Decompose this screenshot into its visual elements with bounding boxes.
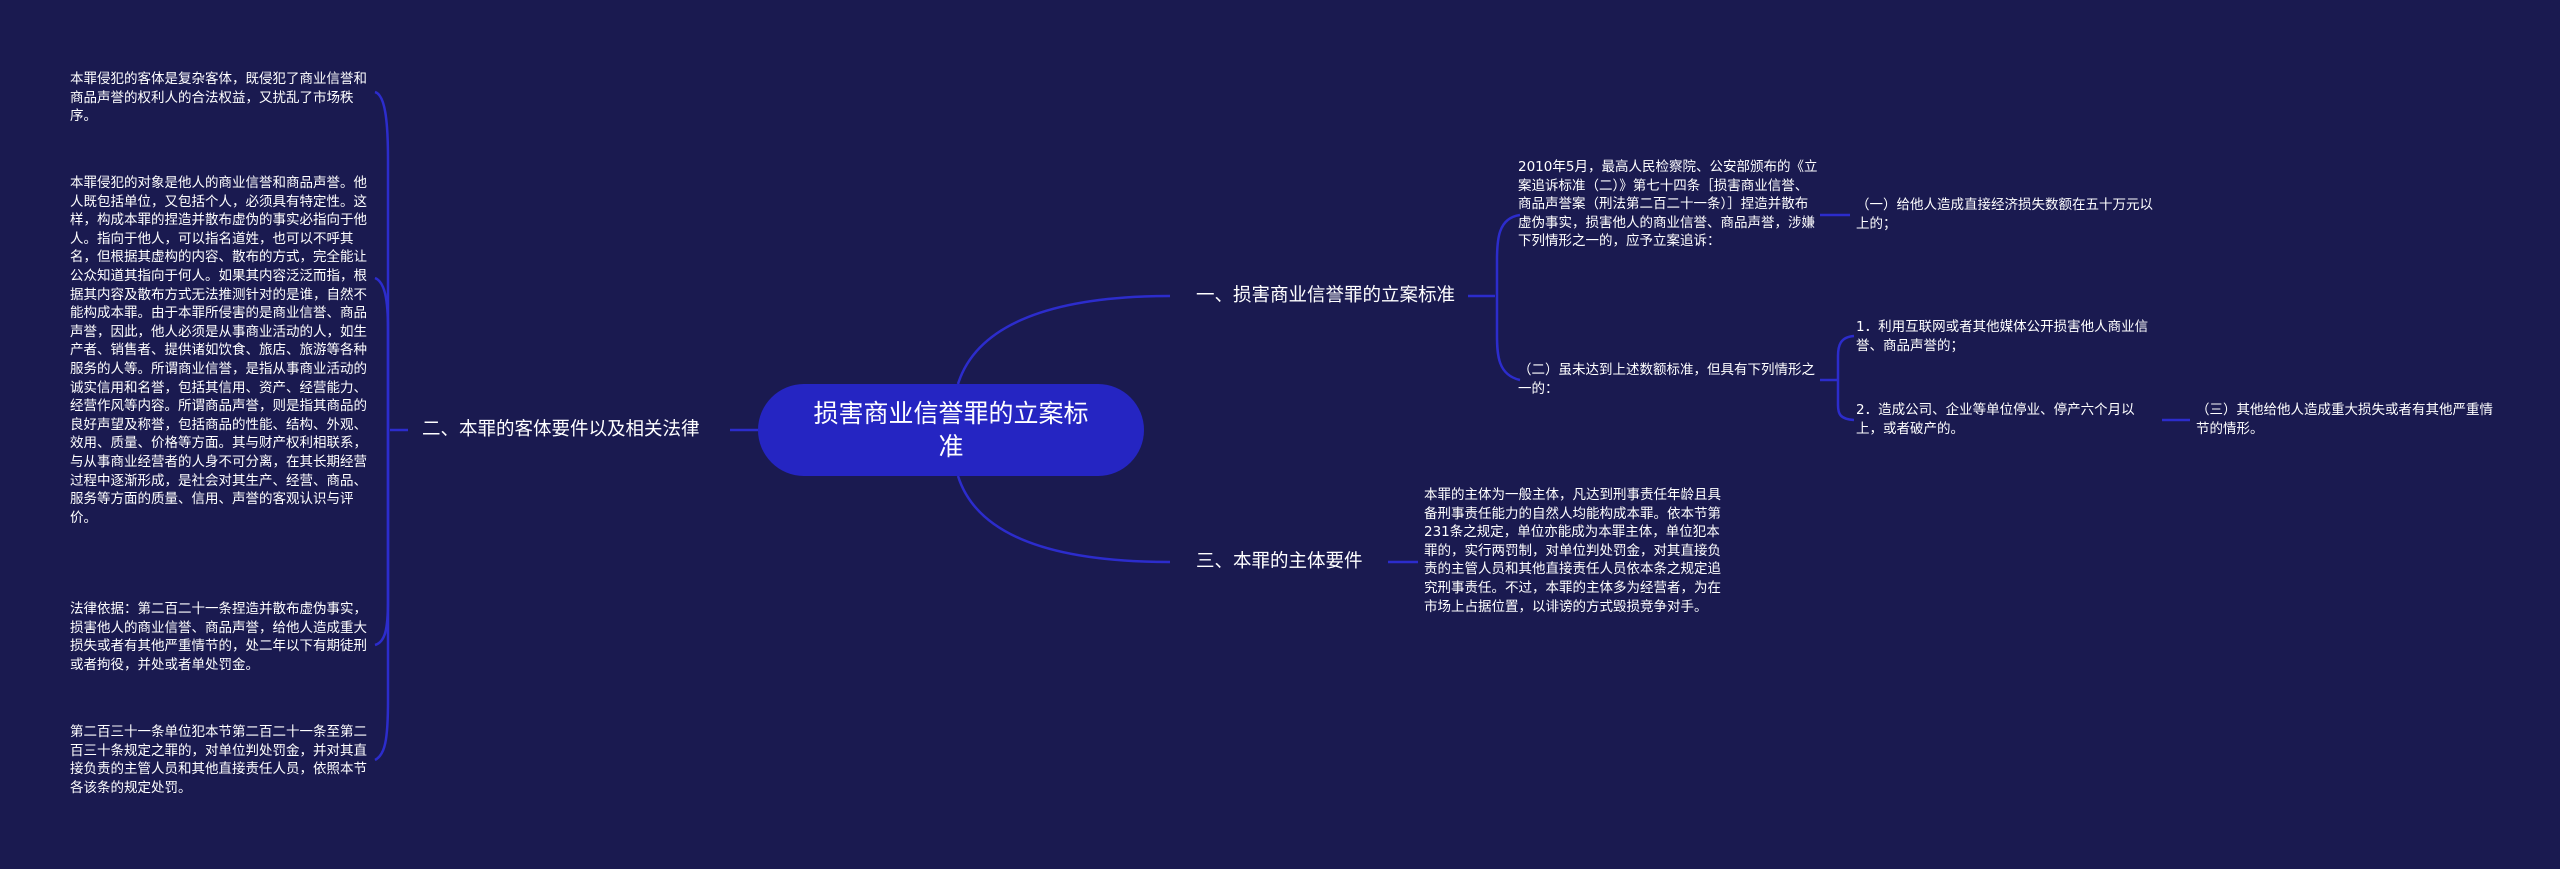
leaf-text: 1．利用互联网或者其他媒体公开损害他人商业信誉、商品声誉的； [1856, 319, 2149, 354]
branch-label: 一、损害商业信誉罪的立案标准 [1196, 285, 1456, 306]
branch-label: 三、本罪的主体要件 [1196, 551, 1363, 572]
leaf-text: 本罪侵犯的对象是他人的商业信誉和商品声誉。他人既包括单位，又包括个人，必须具有特… [70, 175, 367, 526]
leaf-item-2-circumstances[interactable]: （二）虽未达到上述数额标准，但具有下列情形之一的： [1518, 361, 1818, 398]
leaf-2010-standard[interactable]: 2010年5月，最高人民检察院、公安部颁布的《立案追诉标准（二）》第七十四条［损… [1518, 158, 1818, 251]
leaf-complex-object[interactable]: 本罪侵犯的客体是复杂客体，既侵犯了商业信誉和商品声誉的权利人的合法权益，又扰乱了… [70, 70, 370, 126]
root-node[interactable]: 损害商业信誉罪的立案标准 [758, 384, 1144, 476]
leaf-subject-description[interactable]: 本罪的主体为一般主体，凡达到刑事责任年龄且具备刑事责任能力的自然人均能构成本罪。… [1424, 486, 1724, 616]
leaf-sub-item-1-internet[interactable]: 1．利用互联网或者其他媒体公开损害他人商业信誉、商品声誉的； [1856, 318, 2156, 355]
leaf-item-1-loss[interactable]: （一）给他人造成直接经济损失数额在五十万元以上的； [1856, 196, 2156, 233]
leaf-text: （二）虽未达到上述数额标准，但具有下列情形之一的： [1518, 362, 1815, 397]
leaf-text: （三）其他给他人造成重大损失或者有其他严重情节的情形。 [2196, 402, 2493, 437]
leaf-text: 本罪侵犯的客体是复杂客体，既侵犯了商业信誉和商品声誉的权利人的合法权益，又扰乱了… [70, 71, 367, 125]
root-title: 损害商业信誉罪的立案标准 [813, 399, 1089, 461]
branch-object-elements[interactable]: 二、本罪的客体要件以及相关法律 [422, 418, 700, 442]
leaf-text: 本罪的主体为一般主体，凡达到刑事责任年龄且具备刑事责任能力的自然人均能构成本罪。… [1424, 487, 1721, 615]
leaf-article-231[interactable]: 第二百三十一条单位犯本节第二百二十一条至第二百三十条规定之罪的，对单位判处罚金，… [70, 723, 370, 797]
leaf-text: （一）给他人造成直接经济损失数额在五十万元以上的； [1856, 197, 2153, 232]
branch-label: 二、本罪的客体要件以及相关法律 [422, 419, 700, 440]
leaf-text: 2．造成公司、企业等单位停业、停产六个月以上，或者破产的。 [1856, 402, 2135, 437]
branch-subject-elements[interactable]: 三、本罪的主体要件 [1196, 550, 1363, 574]
leaf-legal-basis[interactable]: 法律依据：第二百二十一条捏造并散布虚伪事实，损害他人的商业信誉、商品声誉，给他人… [70, 600, 370, 674]
leaf-text: 第二百三十一条单位犯本节第二百二十一条至第二百三十条规定之罪的，对单位判处罚金，… [70, 724, 367, 796]
leaf-text: 法律依据：第二百二十一条捏造并散布虚伪事实，损害他人的商业信誉、商品声誉，给他人… [70, 601, 367, 673]
leaf-sub-item-2-shutdown[interactable]: 2．造成公司、企业等单位停业、停产六个月以上，或者破产的。 [1856, 401, 2156, 438]
branch-filing-standard[interactable]: 一、损害商业信誉罪的立案标准 [1196, 284, 1455, 308]
leaf-text: 2010年5月，最高人民检察院、公安部颁布的《立案追诉标准（二）》第七十四条［损… [1518, 159, 1818, 250]
leaf-item-3-other[interactable]: （三）其他给他人造成重大损失或者有其他严重情节的情形。 [2196, 401, 2496, 438]
leaf-target-object[interactable]: 本罪侵犯的对象是他人的商业信誉和商品声誉。他人既包括单位，又包括个人，必须具有特… [70, 174, 370, 527]
